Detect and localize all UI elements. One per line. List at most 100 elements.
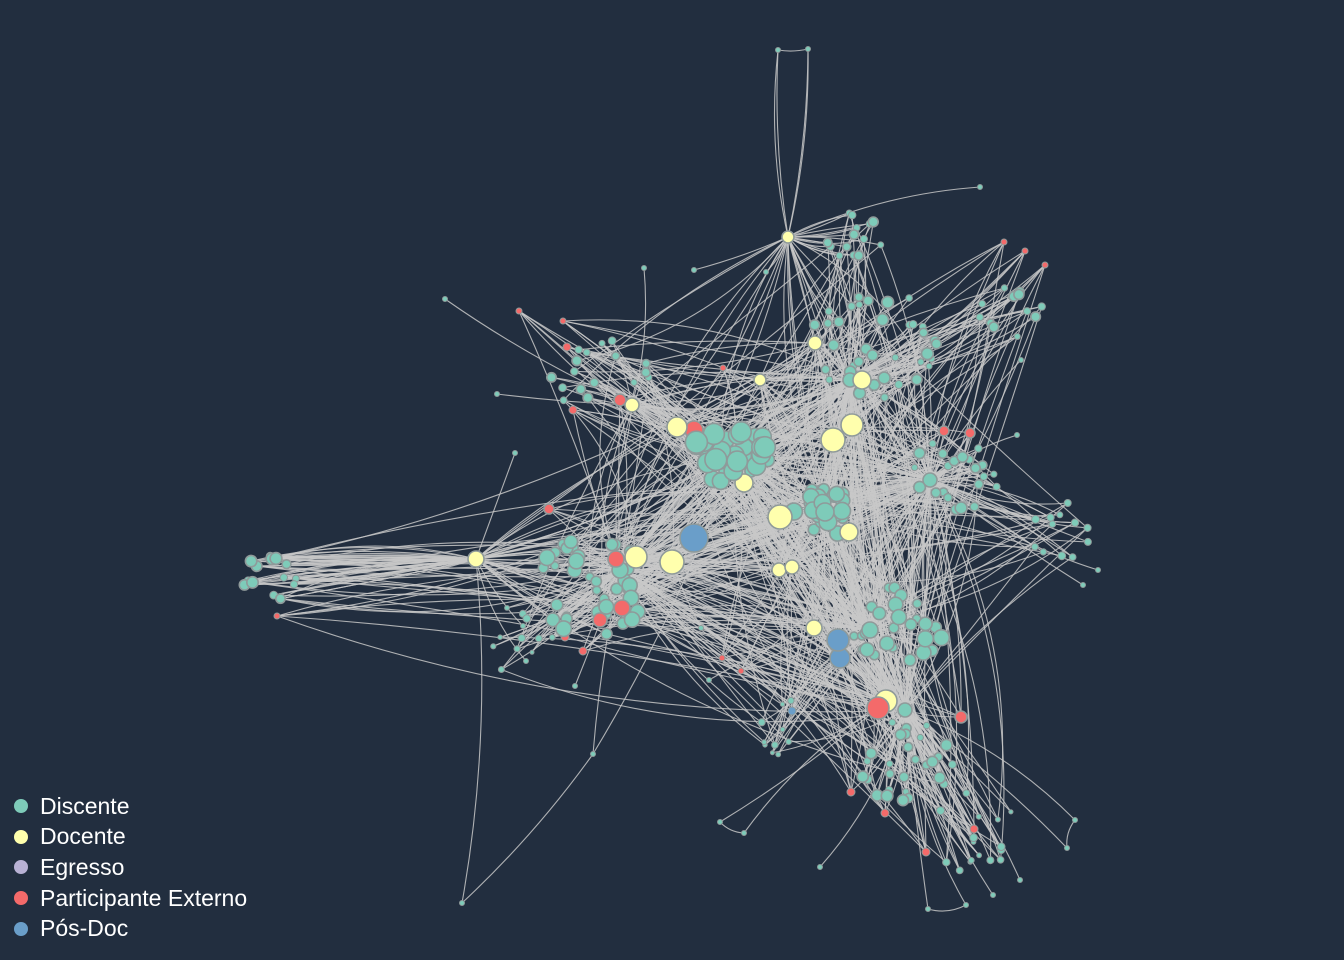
legend-item-discente: Discente [14, 791, 247, 822]
member-node [246, 575, 260, 589]
edge [885, 479, 931, 702]
edge [475, 558, 575, 572]
member-node [853, 292, 864, 303]
member-node [730, 420, 753, 443]
edge [475, 558, 607, 635]
member-node [864, 747, 878, 760]
member-node [992, 482, 1001, 491]
edge [813, 522, 1076, 629]
edge [619, 569, 975, 830]
member-node [905, 294, 913, 302]
leaf-node [691, 267, 697, 273]
member-node [1013, 333, 1021, 340]
member-node [568, 405, 578, 415]
member-node [898, 771, 910, 783]
member-node [880, 789, 894, 803]
member-node [1070, 518, 1080, 527]
edge [621, 607, 871, 631]
edge [619, 236, 789, 571]
member-node [244, 554, 258, 568]
edge [621, 607, 906, 711]
edge [671, 561, 871, 631]
leaf-node [977, 184, 983, 190]
edge [722, 367, 931, 481]
edge [248, 511, 826, 596]
edge [734, 264, 1046, 456]
edge [904, 264, 1046, 711]
member-node [894, 380, 904, 389]
member-node [925, 362, 933, 370]
member-node [711, 472, 730, 491]
legend-swatch-pos-doc [14, 921, 28, 936]
member-node [942, 858, 951, 867]
member-node [784, 559, 800, 575]
legend-item-pos-doc: Pós-Doc [14, 913, 247, 944]
edge [280, 569, 621, 613]
member-node [975, 813, 982, 820]
member-node [640, 367, 651, 378]
member-node [679, 523, 709, 553]
member-node [1068, 553, 1077, 561]
member-node [613, 599, 631, 617]
leaf-node [963, 902, 969, 908]
edge [518, 310, 826, 513]
leaf-node [817, 864, 823, 870]
edge [280, 558, 477, 600]
edge [562, 319, 851, 381]
edge [522, 379, 761, 615]
member-node [1037, 302, 1046, 311]
member-node [872, 606, 887, 621]
member-node [903, 653, 917, 667]
edge [286, 558, 477, 565]
edge [708, 627, 815, 681]
edge [849, 322, 991, 381]
edge [619, 569, 927, 853]
member-node [996, 842, 1006, 852]
edge [518, 310, 871, 631]
member-node [600, 627, 613, 641]
legend-swatch-participante-externo [14, 891, 28, 906]
edge [734, 454, 886, 814]
legend-label-egresso: Egresso [40, 853, 125, 880]
edge [791, 511, 826, 712]
edge [244, 558, 477, 586]
member-node [932, 628, 951, 647]
member-node [590, 575, 603, 588]
edge [619, 238, 865, 571]
member-node [574, 345, 583, 354]
member-node [888, 718, 897, 727]
member-node [641, 358, 651, 369]
leaf-node [717, 819, 723, 825]
leaf-node [523, 658, 529, 664]
leaf-node [741, 830, 747, 836]
member-node [988, 321, 1000, 333]
member-node [916, 629, 935, 648]
edge [849, 264, 1046, 381]
member-node [1039, 548, 1048, 556]
member-node [589, 377, 600, 388]
legend-swatch-egresso [14, 860, 28, 875]
leaf-node [641, 265, 647, 271]
member-node [684, 430, 709, 455]
member-node [1008, 809, 1014, 815]
edge [904, 709, 975, 830]
leaf-node [442, 296, 448, 302]
edge [776, 49, 789, 238]
member-node [918, 327, 929, 338]
leaf-node [512, 450, 518, 456]
member-node [1031, 514, 1041, 524]
member-node [559, 396, 568, 405]
member-node [771, 562, 787, 578]
member-node [902, 741, 914, 753]
member-node [467, 550, 485, 568]
member-node [704, 447, 728, 472]
edge [444, 298, 633, 406]
edge [929, 479, 1004, 820]
member-node [607, 550, 625, 568]
edge [518, 310, 931, 481]
member-node [878, 635, 895, 652]
member-node [939, 738, 953, 752]
edge [929, 479, 1036, 520]
member-node [610, 351, 621, 361]
member-node [613, 393, 627, 407]
